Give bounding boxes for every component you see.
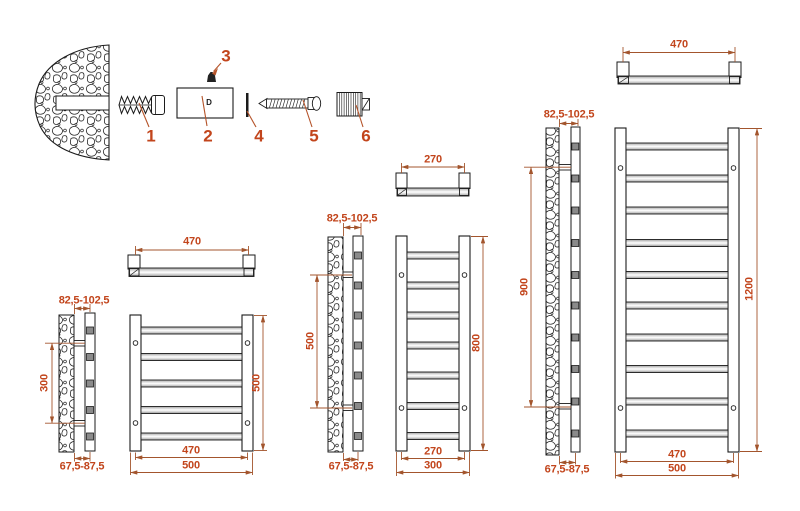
dim-p1-width-between-posts: 470 <box>182 444 200 457</box>
front-view <box>129 314 254 452</box>
product-300x800-drawing <box>310 163 488 476</box>
dim-p1-top-width: 470 <box>183 235 201 248</box>
dim-p2-wall-offset-bottom: 67,5-87,5 <box>328 460 374 473</box>
plate-hole-label: D <box>206 98 212 107</box>
top-view <box>395 172 471 197</box>
part-number-2: 2 <box>203 126 213 146</box>
dim-p3-top-width: 470 <box>670 38 688 51</box>
dimension-lines <box>45 246 267 475</box>
top-view <box>127 254 256 277</box>
dim-p2-wall-offset-top: 82,5-102,5 <box>326 212 378 225</box>
side-view <box>58 312 96 453</box>
part-leader-lines <box>138 62 364 128</box>
dim-p1-overall-width: 500 <box>182 459 200 472</box>
dim-p1-wall-offset-top: 82,5-102,5 <box>58 294 110 307</box>
dimension-lines <box>310 163 488 476</box>
part-wall-plug <box>118 95 165 115</box>
front-view <box>395 235 471 452</box>
part-number-6: 6 <box>361 126 371 146</box>
dim-p2-top-width: 270 <box>424 153 442 166</box>
dim-p3-bracket-span: 900 <box>518 278 531 296</box>
part-number-5: 5 <box>309 126 319 146</box>
side-view <box>545 126 581 456</box>
dim-p2-bracket-span: 500 <box>304 332 317 350</box>
part-screw <box>258 96 322 111</box>
dim-p2-overall-width: 300 <box>424 459 442 472</box>
dim-p1-bracket-span: 300 <box>38 374 51 392</box>
part-pin <box>246 93 249 117</box>
dim-p1-height: 500 <box>250 374 263 392</box>
hardware-exploded-view <box>34 44 370 161</box>
wall-section-cutaway <box>34 44 110 161</box>
dim-p3-wall-offset-bottom: 67,5-87,5 <box>544 463 590 476</box>
dim-p2-height: 800 <box>470 334 483 352</box>
top-view <box>616 61 742 85</box>
dim-p2-width-between-posts: 270 <box>424 445 442 458</box>
part-number-3: 3 <box>221 46 231 66</box>
dimension-lines <box>524 47 762 479</box>
dim-p3-width-between-posts: 470 <box>668 448 686 461</box>
dim-p1-wall-offset-bottom: 67,5-87,5 <box>59 460 105 473</box>
dim-p3-wall-offset-top: 82,5-102,5 <box>543 108 595 121</box>
product-500x500-drawing <box>45 246 267 475</box>
part-number-1: 1 <box>146 126 156 146</box>
dim-p3-height: 1200 <box>743 277 756 301</box>
product-500x1200-drawing <box>524 47 762 479</box>
part-number-4: 4 <box>254 126 264 146</box>
side-view <box>327 235 364 453</box>
part-knurled-sleeve <box>336 92 370 117</box>
dim-p3-overall-width: 500 <box>668 462 686 475</box>
front-view <box>614 127 740 453</box>
